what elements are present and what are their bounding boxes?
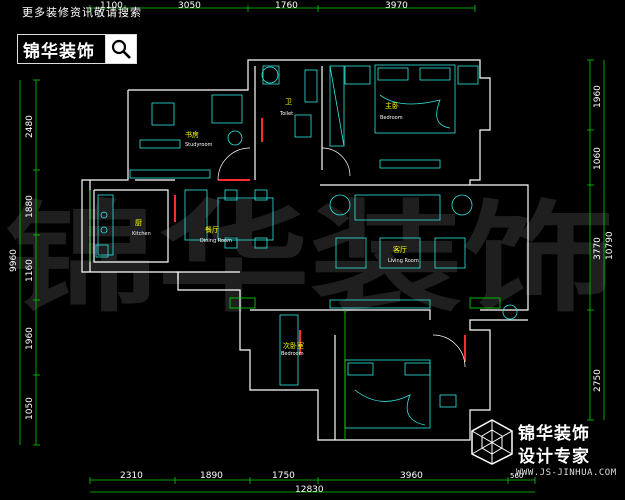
furniture <box>95 64 518 429</box>
dim-left-3: 1160 <box>25 259 35 282</box>
dim-left-5: 1050 <box>25 397 35 420</box>
master-bed <box>374 64 456 134</box>
label-dining-cn: 餐厅 <box>205 225 219 234</box>
search-icon <box>111 39 131 59</box>
living-sofa <box>354 194 441 221</box>
logo-search-box[interactable]: 锦华装饰 <box>17 34 137 64</box>
label-living-en: Living Room <box>388 258 419 264</box>
watermark-char-1: 锦华装饰 <box>5 190 615 329</box>
dim-top-4: 3970 <box>385 1 408 11</box>
dim-bottom-5: 560 <box>510 472 523 480</box>
dim-right-total: 10790 <box>605 231 615 260</box>
room-labels: 主卧 Bedroom 书房 Studyroom 卫 Toilet 厨 Kitch… <box>132 98 419 357</box>
label-toilet-en: Toilet <box>279 111 293 117</box>
label-dining-en: Dining Room <box>200 238 232 244</box>
top-banner: 更多装修资讯敬请搜索 <box>22 6 142 19</box>
corner-brand: 锦华装饰 设计专家 WWW.JS-JINHUA.COM <box>470 416 620 486</box>
logo-text: 锦华装饰 <box>23 41 95 62</box>
label-study-cn: 书房 <box>185 130 199 139</box>
search-button[interactable] <box>105 35 136 63</box>
corner-brand-name: 锦华装饰 <box>518 424 590 444</box>
label-study-en: Studyroom <box>185 142 213 148</box>
dim-right-3: 3770 <box>593 237 603 260</box>
dimension-labels: 1100 3050 1760 3970 2310 1890 1750 3960 … <box>9 1 615 495</box>
label-kitchen-en: Kitchen <box>132 231 151 237</box>
label-master-bedroom-en: Bedroom <box>380 115 403 121</box>
label-master-bedroom-cn: 主卧 <box>385 101 399 110</box>
dim-right-4: 2750 <box>593 369 603 392</box>
dim-bottom-3: 1750 <box>272 471 295 481</box>
dim-top-2: 3050 <box>178 1 201 11</box>
second-bed <box>344 359 431 429</box>
dim-left-total: 9960 <box>9 249 19 272</box>
label-toilet-cn: 卫 <box>285 98 292 106</box>
door-arcs <box>217 147 466 368</box>
corner-brand-url[interactable]: WWW.JS-JINHUA.COM <box>516 468 617 478</box>
dim-left-1: 2480 <box>25 115 35 138</box>
study-desk <box>151 102 175 126</box>
dim-bottom-4: 3960 <box>400 471 423 481</box>
doors <box>174 118 466 362</box>
corner-brand-slogan: 设计专家 <box>518 447 590 467</box>
dim-top-1: 1100 <box>100 1 123 11</box>
label-kitchen-cn: 厨 <box>135 219 142 227</box>
dim-right-2: 1060 <box>593 147 603 170</box>
fixtures <box>89 190 501 440</box>
dimension-lines <box>19 5 605 493</box>
cube-logo-icon <box>471 419 513 465</box>
dim-bottom-total: 12830 <box>295 485 324 495</box>
dim-right-1: 1960 <box>593 85 603 108</box>
label-second-bedroom-cn: 次卧室 <box>283 341 304 350</box>
dim-left-4: 1960 <box>25 327 35 350</box>
walls <box>81 59 529 441</box>
label-second-bedroom-en: Bedroom <box>281 351 304 357</box>
dim-bottom-1: 2310 <box>120 471 143 481</box>
watermark: 锦华装饰 <box>5 190 615 329</box>
dim-top-3: 1760 <box>275 1 298 11</box>
label-living-cn: 客厅 <box>393 245 407 254</box>
dim-left-2: 1880 <box>25 195 35 218</box>
dim-bottom-2: 1890 <box>200 471 223 481</box>
dining-table <box>217 197 274 241</box>
